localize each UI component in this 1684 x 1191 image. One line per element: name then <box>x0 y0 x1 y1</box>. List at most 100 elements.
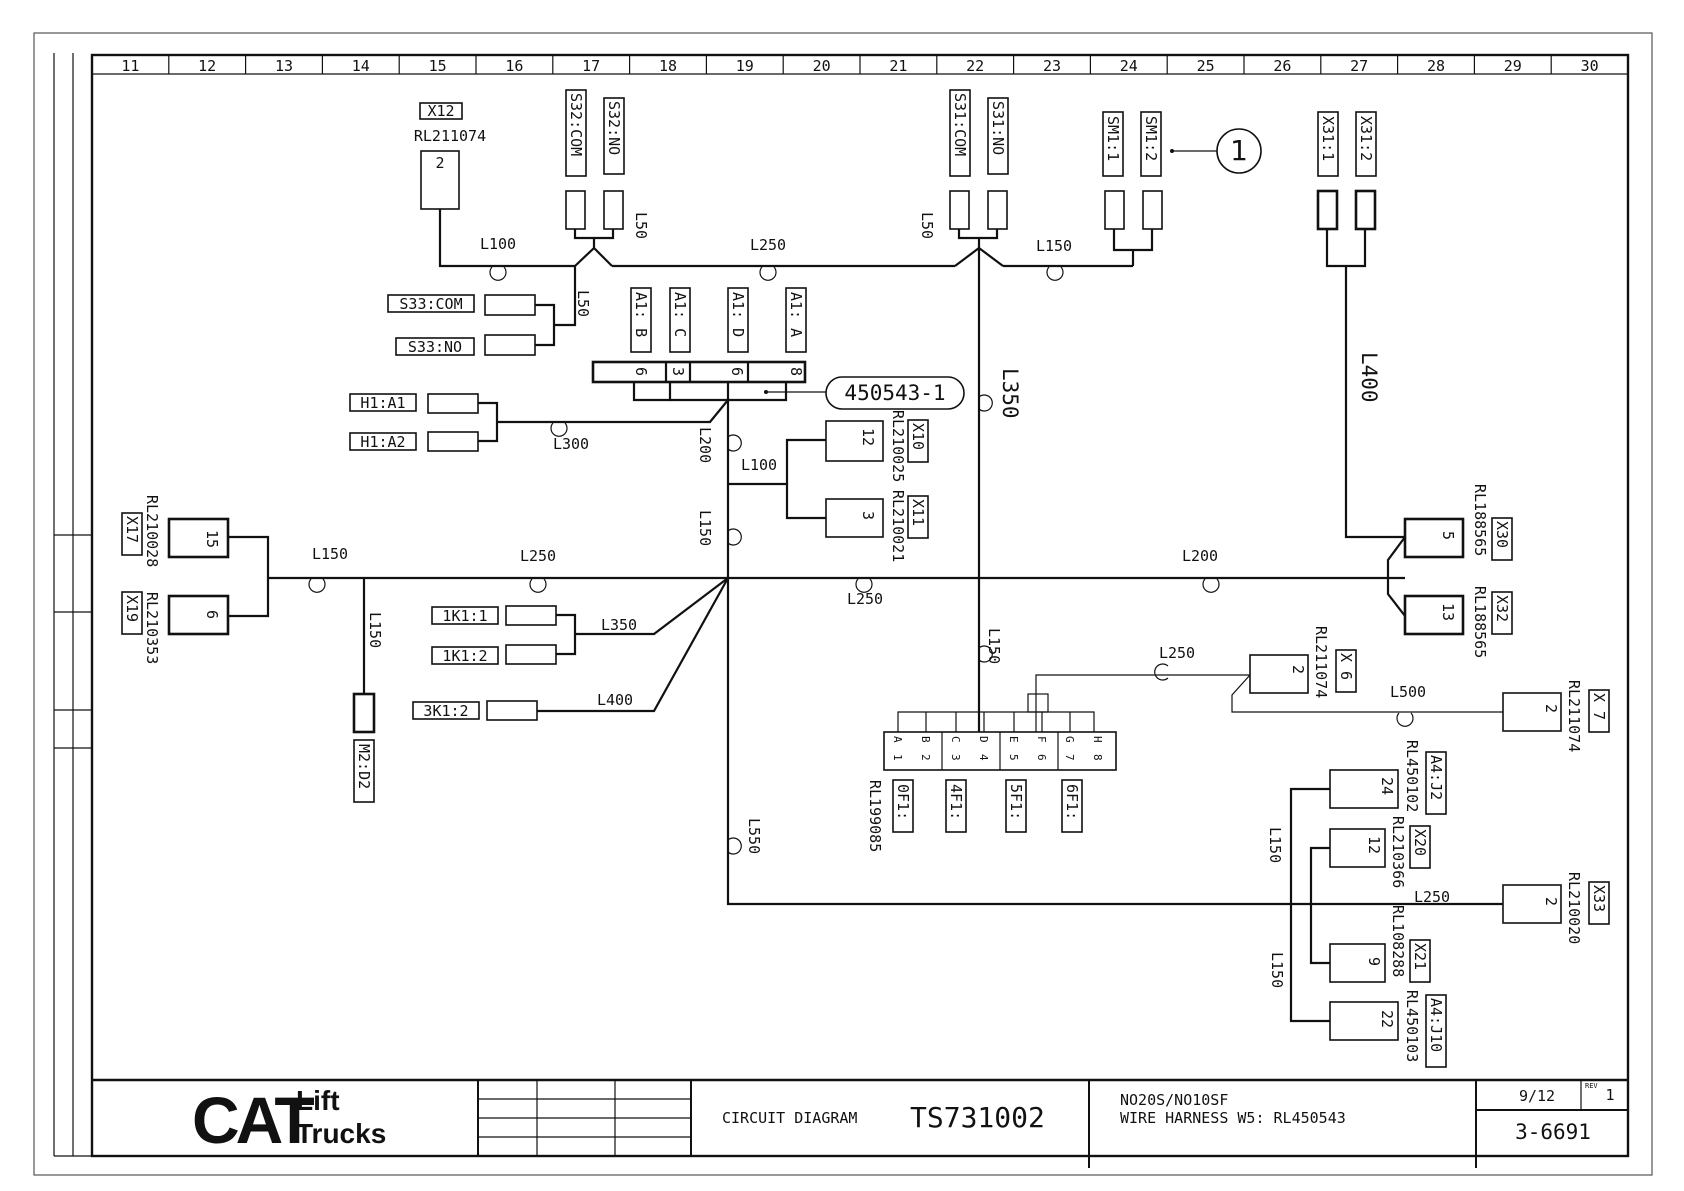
k3-length: L400 <box>597 691 633 709</box>
grid-column-label: 29 <box>1504 57 1522 75</box>
k3-2-label: 3K1:2 <box>423 702 468 720</box>
s33-com-connector <box>484 294 536 316</box>
x33-tag: X33 <box>1590 885 1608 912</box>
x7-part: RL211074 <box>1565 680 1583 752</box>
x10-length: L100 <box>741 456 777 474</box>
x33-pin: 2 <box>1542 897 1560 906</box>
grid-column-label: 22 <box>966 57 984 75</box>
sm1-2-connector <box>1142 190 1163 230</box>
x6-tag: X 6 <box>1337 653 1355 680</box>
s33-com-label: S33:COM <box>399 295 462 313</box>
x6-part: RL211074 <box>1312 626 1330 698</box>
s31-com-connector <box>949 190 970 230</box>
x7-tag: X 7 <box>1590 693 1608 720</box>
a4-j10-pin: 22 <box>1378 1010 1396 1028</box>
k3-2-connector <box>486 700 538 721</box>
fuse-pin-number: 2 <box>919 754 932 761</box>
x31-1-connector <box>1316 189 1339 231</box>
fuse-part: RL199085 <box>866 780 884 852</box>
grid-column-label: 20 <box>813 57 831 75</box>
fuse-6f1: 6F1: <box>1063 784 1081 820</box>
h1-a2-connector <box>427 431 479 452</box>
grid-column-label: 14 <box>352 57 370 75</box>
fuse-pin-letter: E <box>1007 736 1020 743</box>
callout-number: 1 <box>1230 134 1248 167</box>
x33-connector <box>1502 884 1562 924</box>
fuse-4f1: 4F1: <box>947 784 965 820</box>
a4-j2-tag: A4:J2 <box>1427 755 1445 800</box>
s31-no-label: S31:NO <box>989 101 1007 155</box>
l400-length: L400 <box>1357 352 1381 403</box>
x12-tag: X12 <box>427 102 454 120</box>
x12-part: RL211074 <box>414 127 486 145</box>
grid-column-label: 21 <box>889 57 907 75</box>
a1-pin-b: 6 <box>632 367 650 376</box>
fuse-pin-letter: G <box>1063 736 1076 743</box>
a1-pin-c: 3 <box>669 367 687 376</box>
x6-connector <box>1249 654 1309 694</box>
x32-tag: X32 <box>1493 595 1511 622</box>
x32-pin: 13 <box>1439 603 1457 621</box>
main-l250-length: L250 <box>520 547 556 565</box>
s32-no-connector <box>603 190 624 230</box>
x19-tag: X19 <box>123 595 141 622</box>
x7-length: L500 <box>1390 683 1426 701</box>
s32-no-label: S32:NO <box>605 101 623 155</box>
x33-length: L250 <box>1414 888 1450 906</box>
trunk-l200-length: L200 <box>696 427 714 463</box>
h1-length: L300 <box>553 435 589 453</box>
s32-com-label: S32:COM <box>567 93 585 156</box>
k1-1-label: 1K1:1 <box>442 607 487 625</box>
grid-column-label: 13 <box>275 57 293 75</box>
x30-tag: X30 <box>1493 521 1511 548</box>
a1-pin-d: 6 <box>728 367 746 376</box>
a4-j10-tag: A4:J10 <box>1427 998 1445 1052</box>
h1-a1-label: H1:A1 <box>360 394 405 412</box>
a4-j2-connector <box>1329 769 1399 809</box>
grid-column-label: 24 <box>1120 57 1138 75</box>
a4-j10-part: RL450103 <box>1403 990 1421 1062</box>
a1-c-label: A1: C <box>671 292 689 337</box>
x21-connector <box>1329 943 1386 983</box>
x21-tag: X21 <box>1411 943 1429 970</box>
s33-length: L50 <box>574 290 592 317</box>
m2-connector <box>352 692 376 734</box>
x20-connector <box>1329 828 1386 868</box>
x19-part: RL210353 <box>143 592 161 664</box>
x21-part: RL108288 <box>1389 905 1407 977</box>
x12-connector <box>420 150 460 210</box>
model-label: NO20S/NO10SF <box>1120 1091 1228 1109</box>
cat-logo: CAT <box>192 1083 314 1157</box>
x31-1-label: X31:1 <box>1319 116 1337 161</box>
fuse-pin-number: 1 <box>891 754 904 761</box>
fuse-5f1: 5F1: <box>1007 784 1025 820</box>
s31-no-connector <box>987 190 1008 230</box>
main-l250b-length: L250 <box>847 590 883 608</box>
a1-connector <box>591 360 807 384</box>
grid-column-label: 27 <box>1350 57 1368 75</box>
fuse-pin-number: 3 <box>949 754 962 761</box>
s31-length: L50 <box>918 212 936 239</box>
x32-part: RL188565 <box>1471 586 1489 658</box>
grid-column-label: 15 <box>429 57 447 75</box>
grid-column-label: 28 <box>1427 57 1445 75</box>
splice-ref: 450543-1 <box>844 381 945 405</box>
a4-j10-connector <box>1329 1001 1399 1041</box>
x7-pin: 2 <box>1542 704 1560 713</box>
main-l150-length: L150 <box>312 545 348 563</box>
x31-2-label: X31:2 <box>1357 116 1375 161</box>
fuse-pin-letter: F <box>1035 736 1048 743</box>
x21-pin: 9 <box>1365 957 1383 966</box>
brand-trucks: Trucks <box>296 1118 386 1149</box>
fuse-pin-number: 8 <box>1091 754 1104 761</box>
x11-connector <box>825 498 884 538</box>
x20-part: RL210366 <box>1389 816 1407 888</box>
a1-d-label: A1: D <box>729 292 747 337</box>
x31-2-connector <box>1354 189 1377 231</box>
l550-length: L550 <box>745 818 763 854</box>
trunk-l150-length: L150 <box>696 510 714 546</box>
k1-2-label: 1K1:2 <box>442 647 487 665</box>
top-l150-length: L150 <box>1036 237 1072 255</box>
x19-pin: 6 <box>203 610 221 619</box>
